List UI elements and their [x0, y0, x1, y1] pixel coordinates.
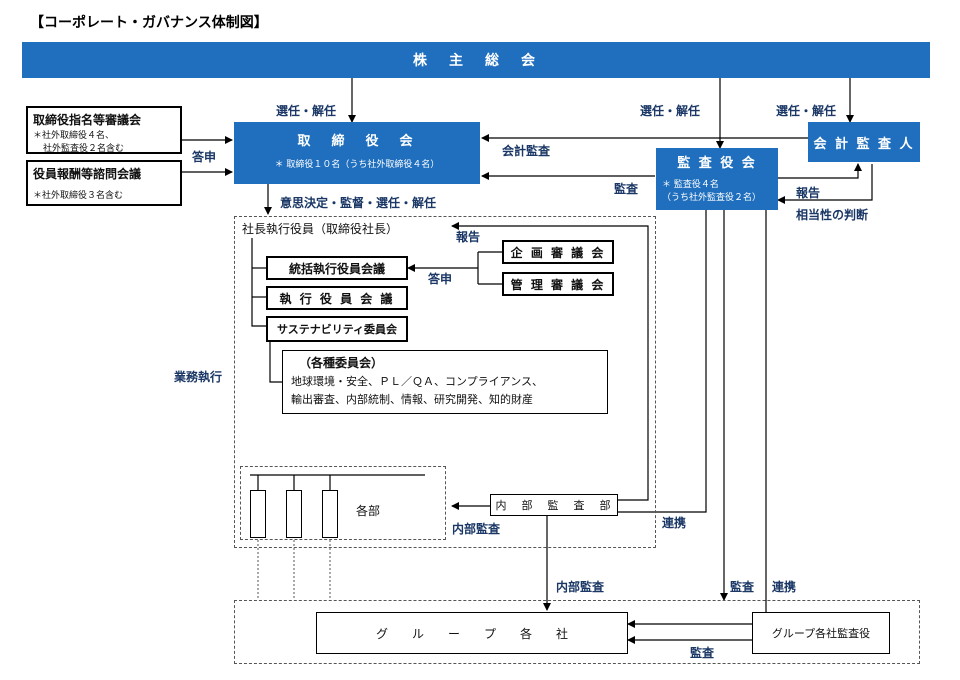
committees-title: （各種委員会）: [299, 356, 384, 370]
label-reasonableness: 相当性の判断: [796, 208, 869, 222]
label-audit-group-companies: 監査: [690, 646, 715, 660]
label-report-answer: 答申: [192, 150, 217, 164]
committees-line-1: 地球環境・安全、ＰＬ／ＱＡ、コンプライアンス、: [291, 375, 544, 388]
sustainability-committee-box: サステナビリティ委員会: [266, 316, 408, 342]
group-companies-box: グ ル ー プ 各 社: [316, 612, 628, 654]
audit-board-note-1: ＊ 監査役４名: [662, 180, 719, 190]
audit-board-box: 監 査 役 会 ＊ 監査役４名 （うち社外監査役２名）: [656, 148, 778, 210]
label-answer-councils: 答申: [428, 272, 453, 286]
label-internal-audit-depts: 内部監査: [452, 522, 501, 536]
nominating-committee-box: 取締役指名等審議会 ＊社外取締役４名、 社外監査役２名含む: [26, 106, 182, 154]
exec-officers-meeting-box: 執 行 役 員 会 議: [266, 286, 408, 310]
department-box-2: [286, 490, 302, 538]
label-cooperation-group: 連携: [772, 580, 797, 594]
label-elect-auditors: 選任・解任: [640, 104, 701, 118]
accounting-auditor-box: 会 計 監 査 人: [808, 122, 920, 162]
department-box-3: [322, 490, 338, 538]
department-box-1: [250, 490, 266, 538]
nominating-note-1: ＊社外取締役４名、: [33, 131, 115, 141]
label-audit-board: 監査: [614, 182, 639, 196]
label-accounting-audit: 会計監査: [502, 144, 551, 158]
group-auditors-box: グループ各社監査役: [752, 612, 890, 654]
departments-region: [240, 466, 446, 540]
business-execution-region: [234, 216, 656, 548]
committees-line-2: 輸出審査、内部統制、情報、研究開発、知的財産: [291, 393, 533, 406]
management-council-box: 管 理 審 議 会: [502, 272, 614, 296]
shareholders-meeting-box: 株 主 総 会: [22, 42, 930, 78]
departments-label: 各部: [356, 504, 381, 518]
page-title: 【コーポレート・ガバナンス体制図】: [30, 15, 268, 31]
label-decision: 意思決定・監督・選任・解任: [280, 196, 437, 210]
various-committees-box: （各種委員会） 地球環境・安全、ＰＬ／ＱＡ、コンプライアンス、 輸出審査、内部統…: [282, 350, 608, 414]
compensation-note: ＊社外取締役３名含む: [33, 191, 124, 201]
general-exec-meeting-box: 統括執行役員会議: [266, 256, 408, 280]
internal-audit-dept-box: 内 部 監 査 部: [490, 494, 618, 516]
label-report-accounting: 報告: [796, 186, 821, 200]
audit-board-title: 監 査 役 会: [677, 156, 757, 171]
board-of-directors-box: 取 締 役 会 ＊ 取締役１０名（うち社外取締役４名）: [234, 122, 480, 184]
label-cooperation-internal: 連携: [662, 516, 687, 530]
compensation-council-title: 役員報酬等諮問会議: [33, 167, 142, 181]
label-business-execution: 業務執行: [174, 370, 223, 384]
nominating-note-2: 社外監査役２名含む: [43, 144, 125, 154]
label-report-internal: 報告: [456, 230, 481, 244]
label-internal-audit-group: 内部監査: [556, 580, 605, 594]
group-region: [234, 600, 920, 664]
label-elect-board: 選任・解任: [276, 104, 337, 118]
board-title: 取 締 役 会: [297, 134, 417, 149]
label-audit-group: 監査: [730, 580, 755, 594]
president-label: 社長執行役員（取締役社長）: [242, 222, 399, 236]
label-elect-accounting: 選任・解任: [776, 104, 837, 118]
board-note: ＊ 取締役１０名（うち社外取締役４名）: [274, 160, 440, 170]
nominating-committee-title: 取締役指名等審議会: [33, 113, 142, 127]
compensation-council-box: 役員報酬等諮問会議 ＊社外取締役３名含む: [26, 160, 182, 206]
planning-council-box: 企 画 審 議 会: [502, 240, 614, 264]
audit-board-note-2: （うち社外監査役２名）: [662, 193, 762, 203]
